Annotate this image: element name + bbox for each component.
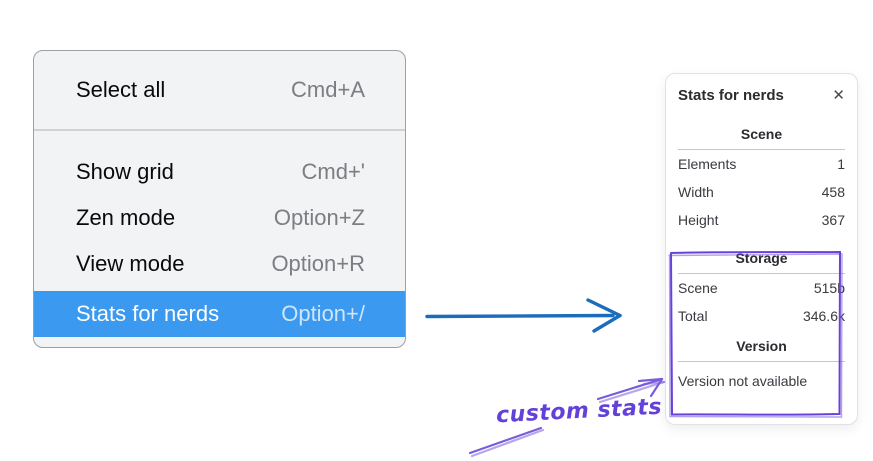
version-message: Version not available — [678, 373, 808, 389]
stat-value: 1 — [837, 156, 845, 172]
close-icon[interactable]: ✕ — [832, 86, 845, 104]
menu-item-label: Stats for nerds — [76, 300, 220, 326]
menu-to-panel-arrow — [425, 298, 622, 333]
stats-panel: Stats for nerds ✕ Scene Elements 1 Width… — [665, 73, 858, 425]
stat-value: 515b — [813, 280, 845, 296]
stat-row-width: Width 458 — [678, 178, 845, 206]
divider — [678, 149, 845, 150]
stat-value: 367 — [821, 212, 845, 228]
stat-label: Scene — [678, 280, 718, 296]
menu-item-select-all[interactable]: Select all Cmd+A — [34, 67, 405, 113]
section-header-scene: Scene — [740, 126, 783, 142]
context-menu: Select all Cmd+A Show grid Cmd+' Zen mod… — [33, 50, 406, 348]
section-header-storage: Storage — [735, 250, 788, 266]
stat-row-scene-storage: Scene 515b — [678, 274, 845, 302]
section-header-version: Version — [736, 338, 787, 354]
stat-label: Height — [678, 212, 719, 228]
stat-row-total-storage: Total 346.6k — [678, 302, 845, 330]
stat-label: Total — [678, 308, 708, 324]
menu-item-stats-for-nerds[interactable]: Stats for nerds Option+/ — [34, 290, 405, 337]
menu-item-label: Zen mode — [76, 204, 176, 230]
panel-header: Stats for nerds ✕ — [678, 84, 845, 106]
menu-item-show-grid[interactable]: Show grid Cmd+' — [34, 149, 405, 195]
divider — [678, 361, 845, 362]
stat-label: Width — [678, 184, 714, 200]
stat-value: 458 — [821, 184, 845, 200]
menu-item-shortcut: Option+R — [271, 250, 365, 276]
menu-item-label: Select all — [76, 77, 166, 102]
menu-item-shortcut: Cmd+A — [291, 77, 365, 102]
custom-stats-annotation: custom stats — [495, 394, 663, 429]
menu-item-zen-mode[interactable]: Zen mode Option+Z — [34, 195, 405, 241]
stat-label: Elements — [678, 156, 737, 172]
menu-item-shortcut: Cmd+' — [301, 158, 366, 184]
menu-item-label: Show grid — [76, 158, 174, 184]
panel-title: Stats for nerds — [678, 86, 784, 104]
menu-separator — [34, 129, 405, 131]
stat-row-height: Height 367 — [678, 206, 845, 234]
menu-item-label: View mode — [76, 250, 185, 276]
stat-value: 346.6k — [802, 308, 845, 324]
menu-item-shortcut: Option+/ — [281, 300, 365, 326]
menu-item-view-mode[interactable]: View mode Option+R — [34, 241, 405, 287]
menu-item-shortcut: Option+Z — [273, 204, 365, 230]
stat-row-elements: Elements 1 — [678, 150, 845, 178]
